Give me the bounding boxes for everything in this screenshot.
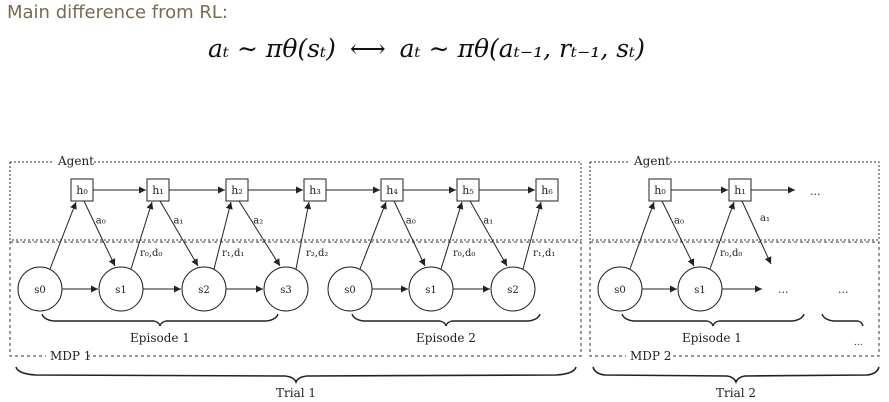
- hidden-node: [535, 178, 559, 202]
- mdp2-label: MDP 2: [630, 349, 671, 363]
- episode2-label: Episode 2: [416, 331, 476, 345]
- ellipsis: ...: [838, 283, 849, 296]
- hidden-node-label: h₅: [462, 184, 474, 197]
- hidden-node-label: h₆: [541, 184, 553, 197]
- ellipsis: ...: [810, 185, 821, 198]
- action-label: a₁: [483, 215, 493, 226]
- hidden-node-label: h₀: [76, 184, 88, 197]
- state-node-label: s0: [614, 285, 626, 296]
- action-label: a₀: [96, 215, 106, 226]
- state-node-label: s3: [280, 285, 292, 296]
- episode1-brace: [41, 313, 279, 327]
- action-arrow: [159, 200, 199, 267]
- action-label: a₂: [253, 215, 263, 226]
- observation-arrow: [213, 201, 233, 270]
- feedback-label: r₂,d₂: [306, 248, 328, 259]
- state-node-label: s0: [344, 285, 356, 296]
- trial2-label: Trial 2: [716, 386, 756, 400]
- formula-rhs: aₜ ∼ πθ(aₜ₋₁, rₜ₋₁, sₜ): [399, 34, 645, 63]
- ellipsis: ...: [854, 338, 863, 348]
- observation-arrow: [359, 201, 387, 270]
- feedback-label: r₀,d₀: [453, 248, 475, 259]
- state-node-label: s1: [425, 285, 437, 296]
- mdp1-label: MDP 1: [50, 349, 91, 363]
- episode2-brace: [351, 313, 541, 327]
- agent-region-trial2: [589, 161, 880, 241]
- hidden-node-label: h₁: [152, 184, 164, 197]
- partial-episode-brace: [821, 313, 864, 327]
- hidden-node-label: h₃: [309, 184, 321, 197]
- agent-region-trial1: [9, 161, 582, 241]
- action-label: a₁: [174, 215, 184, 226]
- trial1-label: Trial 1: [276, 386, 316, 400]
- state-node-label: s2: [507, 285, 519, 296]
- observation-arrow: [49, 201, 77, 270]
- episode1-label-trial2: Episode 1: [682, 331, 742, 345]
- state-node-label: s1: [115, 285, 127, 296]
- episode1-brace-trial2: [621, 313, 805, 327]
- hidden-node-label: h₀: [654, 184, 666, 197]
- action-arrow: [393, 200, 426, 267]
- action-arrow: [741, 200, 772, 265]
- hidden-node-label: h₂: [231, 184, 243, 197]
- observation-arrow: [709, 201, 735, 270]
- page-heading: Main difference from RL:: [7, 2, 228, 23]
- action-label: a₀: [406, 215, 416, 226]
- state-node-label: s2: [198, 285, 210, 296]
- observation-arrow: [130, 201, 154, 270]
- action-label: a₁: [760, 213, 770, 224]
- state-node: [490, 266, 536, 312]
- action-arrow: [83, 200, 116, 267]
- agent-label-trial1: Agent: [57, 154, 94, 168]
- hidden-node-label: h₄: [386, 184, 398, 197]
- ellipsis: ...: [778, 283, 789, 296]
- observation-arrow: [629, 201, 655, 270]
- action-arrow: [661, 200, 695, 267]
- state-node-label: s1: [694, 285, 706, 296]
- observation-arrow: [440, 201, 464, 270]
- feedback-label: r₀,d₀: [140, 248, 162, 259]
- trial2-brace: [592, 366, 880, 385]
- state-node: [263, 266, 309, 312]
- trial1-brace: [15, 366, 577, 385]
- agent-label-trial2: Agent: [633, 154, 670, 168]
- action-arrow: [238, 200, 281, 267]
- observation-arrow: [522, 201, 543, 270]
- observation-arrow: [295, 201, 312, 270]
- mdp-region-trial2: [589, 241, 880, 357]
- formula-lhs: aₜ ∼ πθ(sₜ): [208, 34, 336, 63]
- formula-arrow: ⟷: [349, 34, 386, 63]
- feedback-label: r₀,d₀: [720, 248, 742, 259]
- action-label: a₀: [674, 215, 684, 226]
- feedback-label: r₁,d₁: [222, 248, 244, 259]
- formula: aₜ ∼ πθ(sₜ) ⟷ aₜ ∼ πθ(aₜ₋₁, rₜ₋₁, sₜ): [208, 34, 645, 63]
- feedback-label: r₁,d₁: [533, 248, 555, 259]
- episode1-label: Episode 1: [130, 331, 190, 345]
- hidden-node-label: h₁: [734, 184, 746, 197]
- action-arrow: [469, 200, 508, 267]
- state-node-label: s0: [34, 285, 46, 296]
